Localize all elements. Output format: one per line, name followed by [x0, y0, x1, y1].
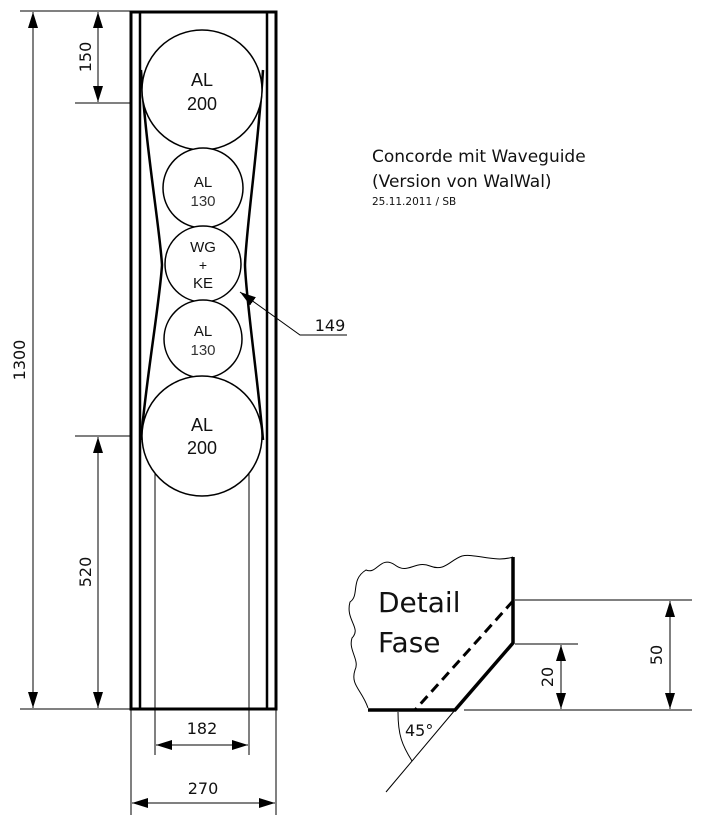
break-outline	[348, 554, 514, 709]
angle-45: 45°	[405, 721, 433, 740]
detail-label: Detail	[378, 586, 460, 619]
driver-label: 200	[187, 94, 217, 114]
driver-label: AL	[191, 415, 213, 435]
driver-label: AL	[194, 174, 212, 191]
driver-label: 200	[187, 438, 217, 458]
driver-label: 130	[190, 193, 215, 210]
driver-label: 130	[190, 342, 215, 359]
driver-label: WG	[190, 239, 216, 256]
waveguide-left-contour	[139, 69, 164, 441]
cabinet	[129, 10, 278, 755]
title-line-1: Concorde mit Waveguide	[372, 147, 586, 167]
driver-label: AL	[191, 70, 213, 90]
driver-label: +	[199, 257, 207, 273]
detail-label: Fase	[378, 626, 441, 659]
dim-149: 149	[315, 316, 346, 335]
dim-150: 150	[76, 42, 95, 73]
drawing-title: Concorde mit Waveguide (Version von WalW…	[372, 145, 586, 209]
title-date: 25.11.2011 / SB	[372, 196, 457, 208]
driver-al200-top	[141, 29, 263, 151]
waveguide-right-contour	[243, 69, 265, 441]
driver-label: KE	[193, 275, 213, 292]
dim-50: 50	[647, 645, 666, 665]
detail-chamfer	[348, 554, 692, 793]
leader-149	[239, 291, 347, 336]
dim-182: 182	[187, 719, 218, 738]
dim-20: 20	[538, 667, 557, 687]
title-line-2: (Version von WalWal)	[372, 172, 552, 192]
dim-270: 270	[188, 779, 219, 798]
dim-1300: 1300	[10, 340, 29, 381]
dim-520: 520	[76, 557, 95, 588]
driver-al200-bottom	[141, 375, 263, 497]
driver-label: AL	[194, 323, 212, 340]
